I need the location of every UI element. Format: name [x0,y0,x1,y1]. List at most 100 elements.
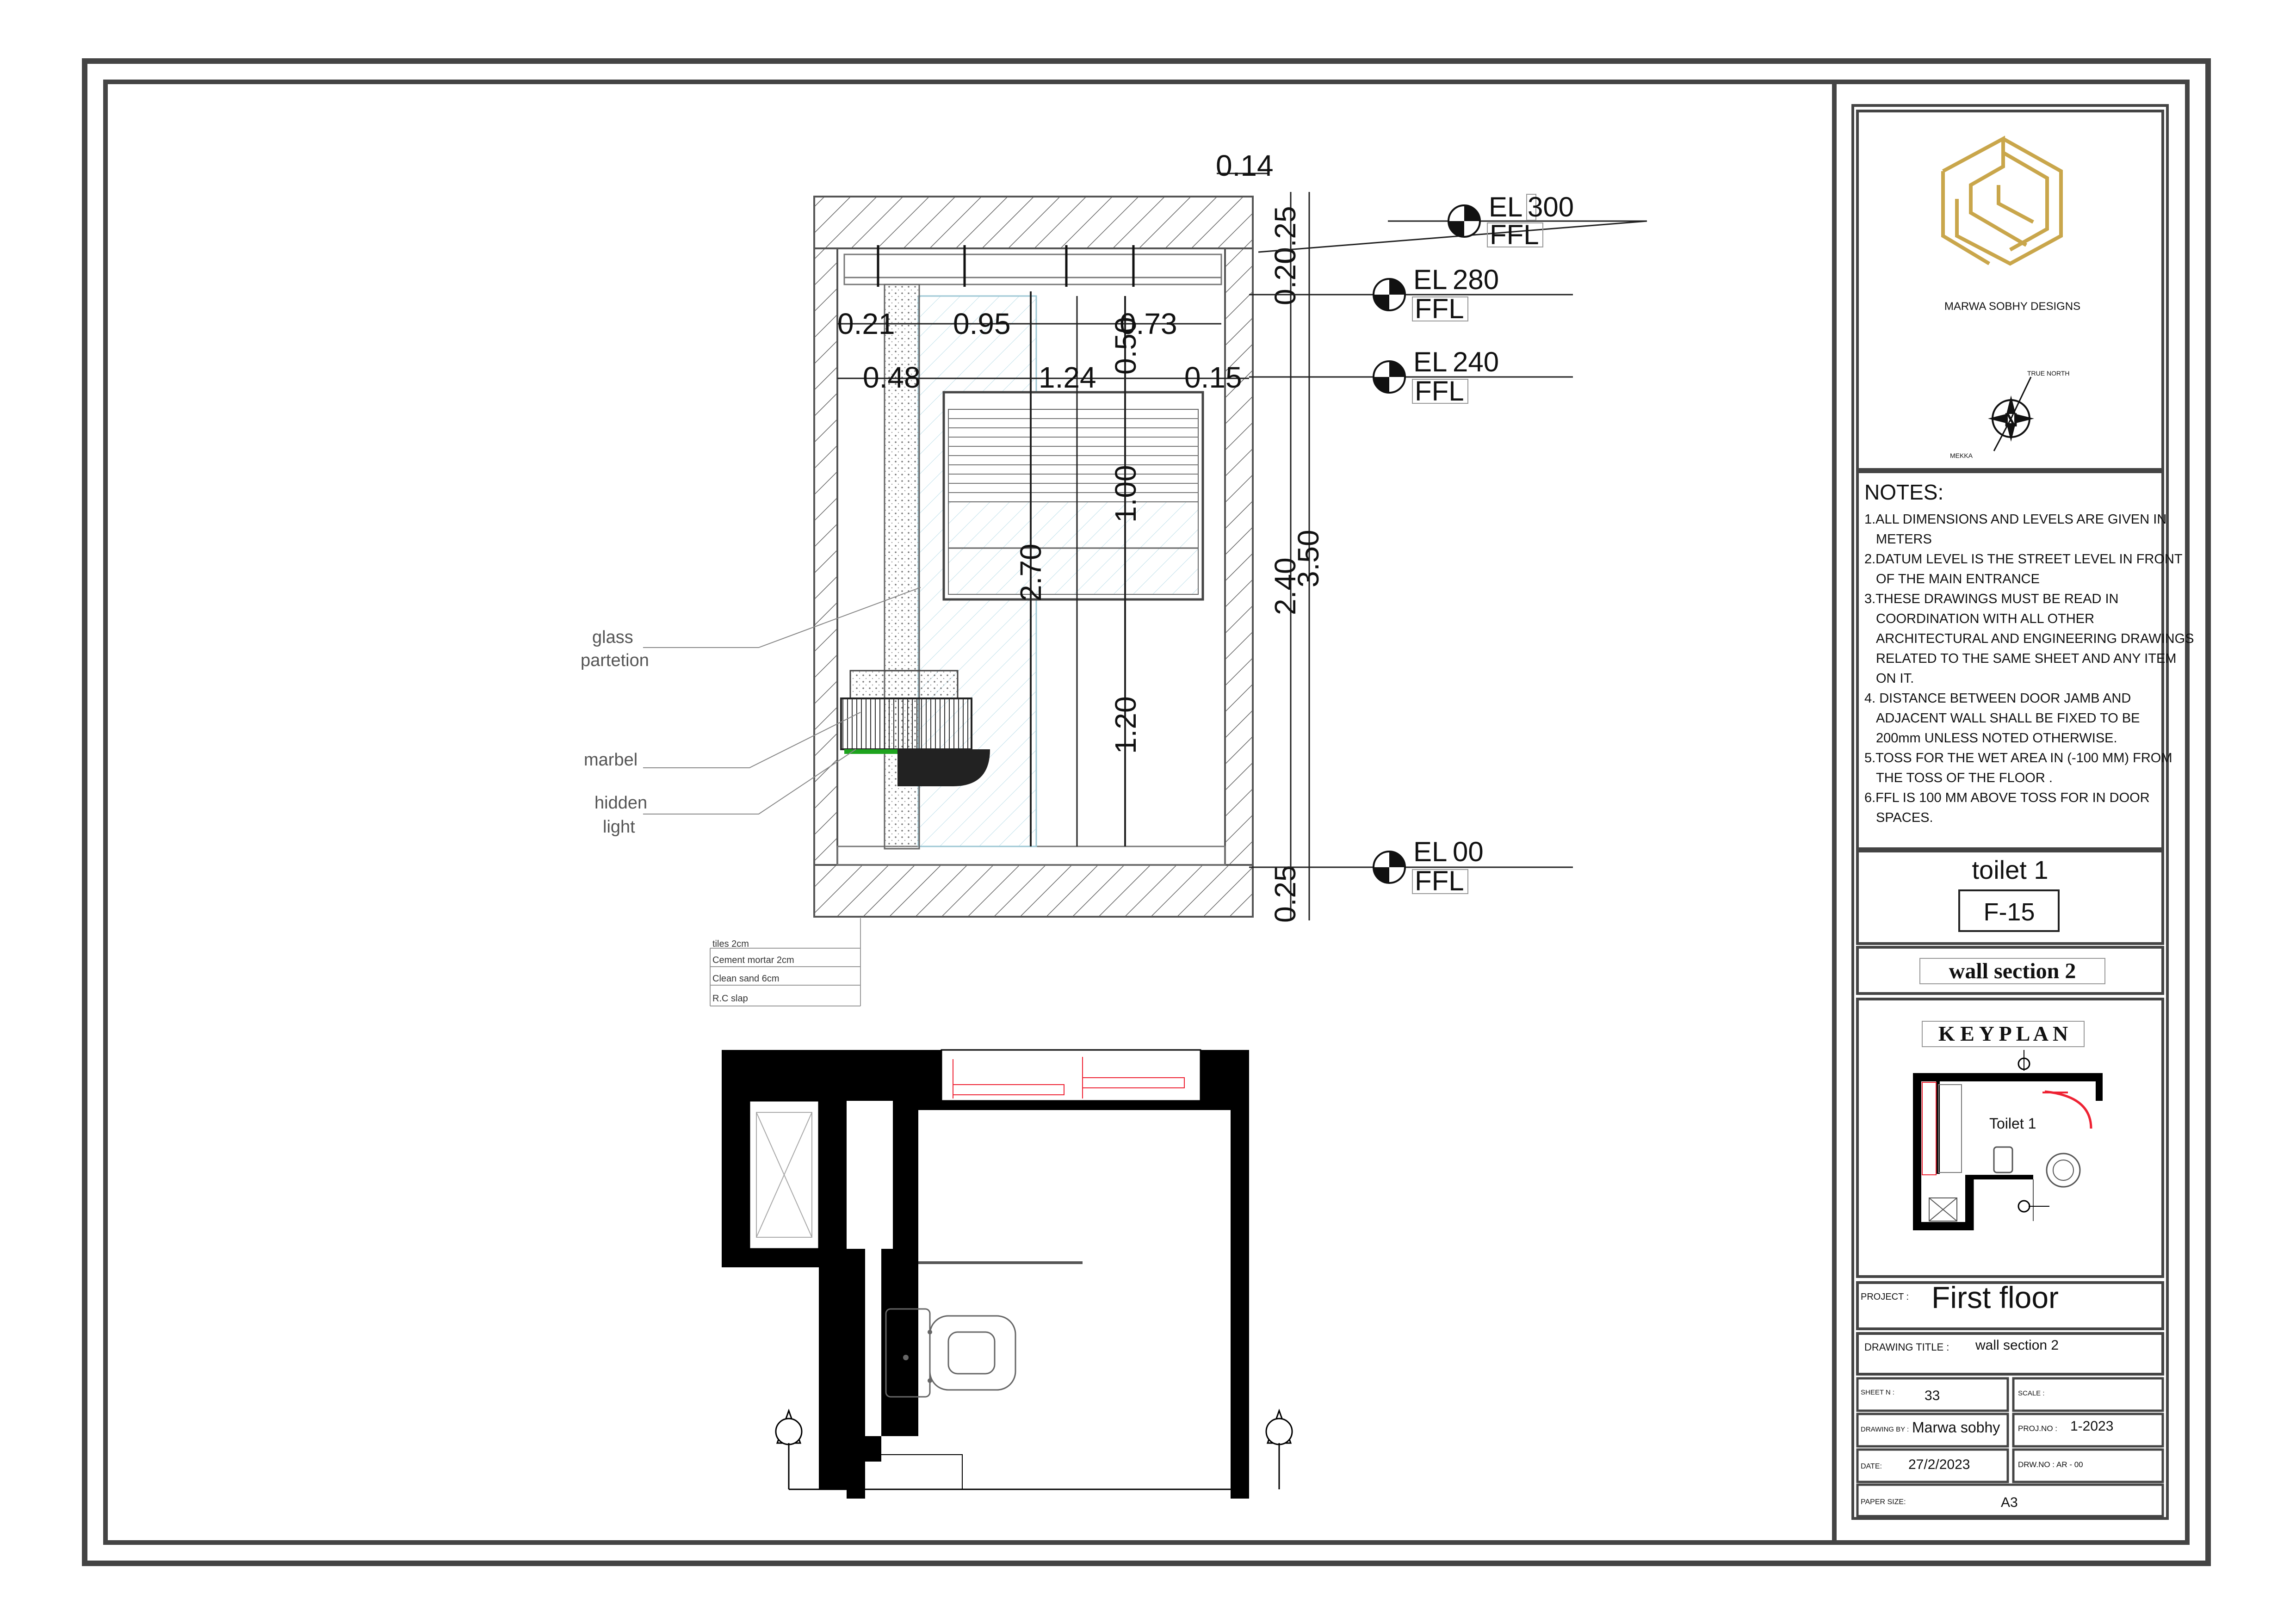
callout-glass: glass [592,628,633,647]
ceiling-hangers [877,245,1135,287]
level-ffl-label: FFL [1415,865,1464,896]
dim-row2-c: 0.15 [1184,361,1242,394]
section-right-wall [1224,247,1254,866]
dim-row2-b: 1.24 [1039,361,1096,394]
dim-v-270: 2.70 [1014,543,1047,601]
section-left-wall [813,247,838,866]
drawn-value: Marwa sobhy [1912,1419,2000,1436]
project-box [1856,1281,2164,1330]
note-line: RELATED TO THE SAME SHEET AND ANY ITEM [1876,651,2176,666]
drawn-label: DRAWING BY : [1861,1426,1909,1433]
dim-v-240: 2.40 [1269,557,1302,615]
plan-view [722,1049,1293,1499]
callout-hidden: hidden [594,793,647,813]
section-top-slab [813,196,1254,249]
proj-value: 1-2023 [2070,1419,2113,1434]
drawing-title-value: wall section 2 [1975,1338,2059,1353]
note-line: SPACES. [1876,810,1933,825]
level-value: 300 [1528,191,1574,222]
compass-mekka: MEKKA [1950,452,1973,459]
room-box [1856,850,2164,945]
vanity-cabinet [840,697,972,750]
note-line: ADJACENT WALL SHALL BE FIXED TO BE [1876,711,2140,726]
layer-rc: R.C slap [712,994,748,1004]
level-el-label: EL [1413,264,1447,295]
note-line: ARCHITECTURAL AND ENGINEERING DRAWINGS [1876,631,2194,646]
level-marker-240: EL 240 FFL [1249,346,1573,407]
dim-v-100: 1.00 [1109,465,1142,523]
compass-n: N [2004,409,2018,431]
note-line: OF THE MAIN ENTRANCE [1876,572,2040,586]
dim-row1-c: 0.73 [1120,307,1177,340]
room-name: toilet 1 [1972,855,2048,884]
note-line: 3.THESE DRAWINGS MUST BE READ IN [1864,592,2118,606]
callout-light: light [603,817,635,837]
drw-label: DRW.NO : [2018,1460,2055,1469]
floor-layers-table: tiles 2cm Cement mortar 2cm Clean sand 6… [710,918,861,1006]
notes-title: NOTES: [1864,480,1943,504]
drawing-title-box [1856,1332,2164,1376]
marble-top [849,670,959,699]
paper-label: PAPER SIZE: [1861,1498,1906,1506]
level-el-label: EL [1413,346,1447,377]
layer-tiles: tiles 2cm [712,939,749,949]
dim-v-350: 3.50 [1292,530,1325,587]
note-line: 4. DISTANCE BETWEEN DOOR JAMB AND [1864,691,2131,706]
compass-true-north: TRUE NORTH [2027,370,2070,377]
note-line: COORDINATION WITH ALL OTHER [1876,611,2094,626]
dim-v-bot-025: 0.25 [1269,865,1302,923]
section-arrow-left [775,1408,803,1489]
callouts [643,587,921,815]
section-title: wall section 2 [1949,959,2076,983]
project-value: First floor [1931,1280,2059,1314]
note-line: 2.DATUM LEVEL IS THE STREET LEVEL IN FRO… [1864,552,2183,567]
note-line: 6.FFL IS 100 MM ABOVE TOSS FOR IN DOOR [1864,790,2150,805]
level-marker-00: EL 00 FFL [1249,836,1573,896]
level-ffl-label: FFL [1415,293,1464,324]
callout-marbel: marbel [584,750,637,770]
dim-row2-a: 0.48 [863,361,921,394]
level-marker-280: EL 280 FFL [1249,264,1573,324]
level-value: 240 [1453,346,1499,377]
ceiling-rail [843,253,1222,285]
note-line: 5.TOSS FOR THE WET AREA IN (-100 MM) FRO… [1864,751,2172,765]
sheet-value: 33 [1925,1388,1940,1403]
note-line: THE TOSS OF THE FLOOR . [1876,771,2053,785]
dim-top: 0.14 [1216,149,1274,182]
level-value: 280 [1453,264,1499,295]
toilet-bowl [929,1315,1016,1391]
level-el-label: EL [1489,191,1522,222]
notes-box [1856,470,2164,850]
dim-v-050: 0.50 [1109,317,1142,375]
hidden-light-strip [844,749,900,754]
note-line: METERS [1876,532,1932,547]
dim-row1-b: 0.95 [953,307,1011,340]
note-line: 1.ALL DIMENSIONS AND LEVELS ARE GIVEN IN [1864,512,2166,527]
keyplan-box [1856,998,2164,1278]
section-arrow-right [1265,1408,1293,1489]
level-el-label: EL [1413,836,1447,867]
drw-value: AR - 00 [2056,1460,2083,1469]
date-value: 27/2/2023 [1908,1457,1970,1472]
dim-v-020: 0.20 [1269,247,1302,305]
level-value: 00 [1453,836,1484,867]
sheet-label: SHEET N : [1861,1388,1894,1396]
keyplan-room: Toilet 1 [1989,1115,2036,1132]
logo-text: MARWA SOBHY DESIGNS [1944,300,2080,313]
dim-v-120: 1.20 [1109,696,1142,754]
logo-box [1856,110,2164,471]
outer-border [82,58,2211,1566]
dim-v-top-025: 0.25 [1269,206,1302,264]
keyplan-title: K E Y P L A N [1938,1022,2068,1045]
level-ffl-label: FFL [1415,376,1464,407]
proj-label: PROJ.NO : [2018,1424,2057,1433]
layer-cement: Cement mortar 2cm [712,955,794,965]
section-bottom-slab [813,864,1254,918]
plan-walls [722,1050,1249,1499]
layer-sand: Clean sand 6cm [712,974,780,984]
project-label: PROJECT : [1861,1292,1909,1302]
callout-partetion: partetion [581,651,649,670]
drawing-title-label: DRAWING TITLE : [1864,1341,1949,1353]
sink-bowl [897,749,990,786]
